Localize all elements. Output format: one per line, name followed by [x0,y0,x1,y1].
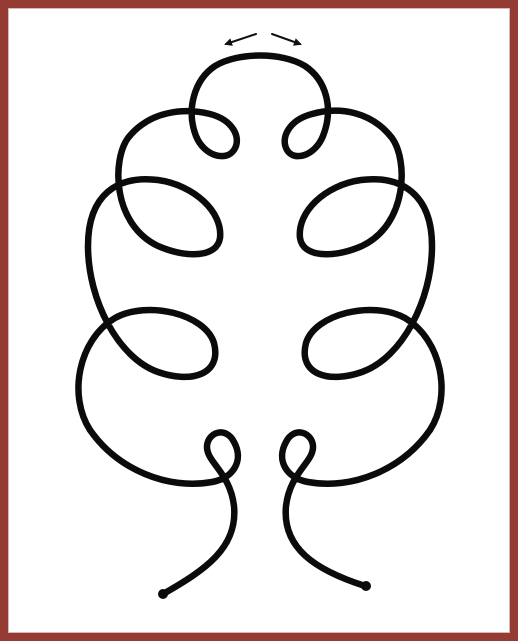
right-pull-arrow [272,34,300,44]
left-pull-arrow [226,34,256,44]
right-rope-end [361,581,371,591]
rope-path [78,56,441,595]
left-rope-end [158,589,168,599]
